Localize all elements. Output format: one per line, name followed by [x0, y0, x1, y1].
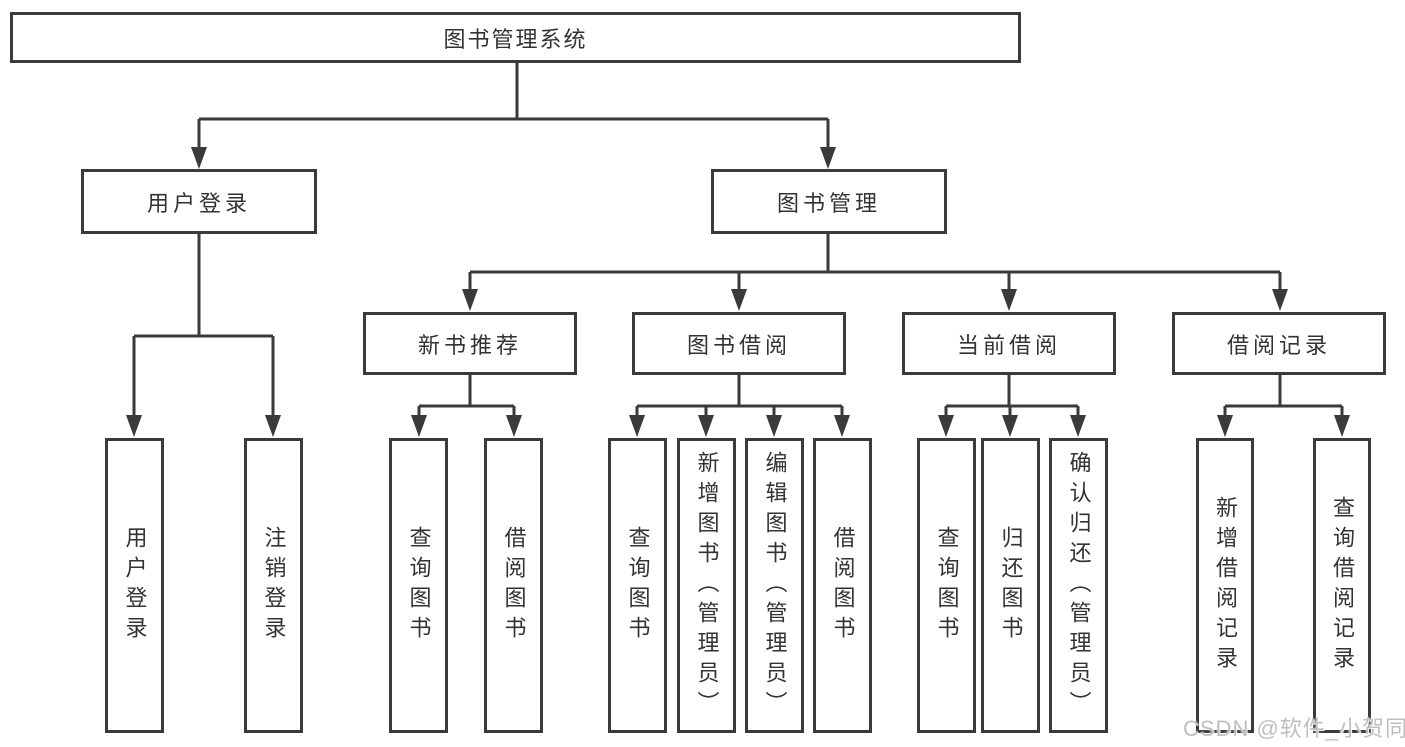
- leaf-label: 新增图书（管理员）: [694, 450, 720, 721]
- leaf-label: 查询图书: [406, 525, 432, 646]
- node-label: 图书借阅: [686, 332, 791, 358]
- leaf-label: 查询借阅记录: [1330, 495, 1355, 676]
- leaf-user-login: 用户登录: [105, 438, 164, 733]
- csdn-watermark: CSDN @软件_小贺同学: [1183, 716, 1405, 741]
- node-label: 新书推荐: [417, 332, 522, 358]
- node-label: 用户登录: [146, 190, 251, 216]
- node-current-borrowing: 当前借阅: [902, 312, 1116, 375]
- leaf-confirm-return-admin: 确认归还（管理员）: [1049, 438, 1108, 733]
- leaf-logout: 注销登录: [244, 438, 303, 733]
- leaf-query-books-current: 查询图书: [917, 438, 976, 733]
- leaf-query-borrow-record: 查询借阅记录: [1313, 438, 1371, 733]
- node-new-book-recommend: 新书推荐: [363, 312, 577, 375]
- node-user-login: 用户登录: [81, 169, 317, 234]
- leaf-add-borrow-record: 新增借阅记录: [1196, 438, 1254, 733]
- leaf-return-books: 归还图书: [981, 438, 1040, 733]
- leaf-query-books-borrow: 查询图书: [608, 438, 667, 733]
- leaf-label: 注销登录: [261, 525, 287, 646]
- node-label: 图书管理: [776, 190, 881, 216]
- node-borrowing-records: 借阅记录: [1172, 312, 1386, 375]
- leaf-label: 用户登录: [122, 525, 148, 646]
- node-book-management: 图书管理: [711, 169, 947, 234]
- leaf-label: 新增借阅记录: [1213, 495, 1238, 676]
- leaf-label: 归还图书: [998, 525, 1024, 646]
- leaf-add-books-admin: 新增图书（管理员）: [677, 438, 736, 733]
- leaf-label: 查询图书: [934, 525, 960, 646]
- leaf-label: 确认归还（管理员）: [1066, 450, 1092, 721]
- node-label: 当前借阅: [956, 332, 1061, 358]
- node-label: 借阅记录: [1226, 332, 1331, 358]
- leaf-borrow-books: 借阅图书: [813, 438, 872, 733]
- leaf-label: 借阅图书: [501, 525, 527, 646]
- leaf-label: 编辑图书（管理员）: [762, 450, 788, 721]
- node-label: 图书管理系统: [443, 26, 588, 52]
- node-library-management-system: 图书管理系统: [10, 12, 1021, 63]
- node-book-borrowing: 图书借阅: [632, 312, 846, 375]
- leaf-borrow-books-recommend: 借阅图书: [484, 438, 543, 733]
- leaf-edit-books-admin: 编辑图书（管理员）: [745, 438, 804, 733]
- leaf-label: 借阅图书: [830, 525, 856, 646]
- leaf-query-books-recommend: 查询图书: [389, 438, 448, 733]
- leaf-label: 查询图书: [625, 525, 651, 646]
